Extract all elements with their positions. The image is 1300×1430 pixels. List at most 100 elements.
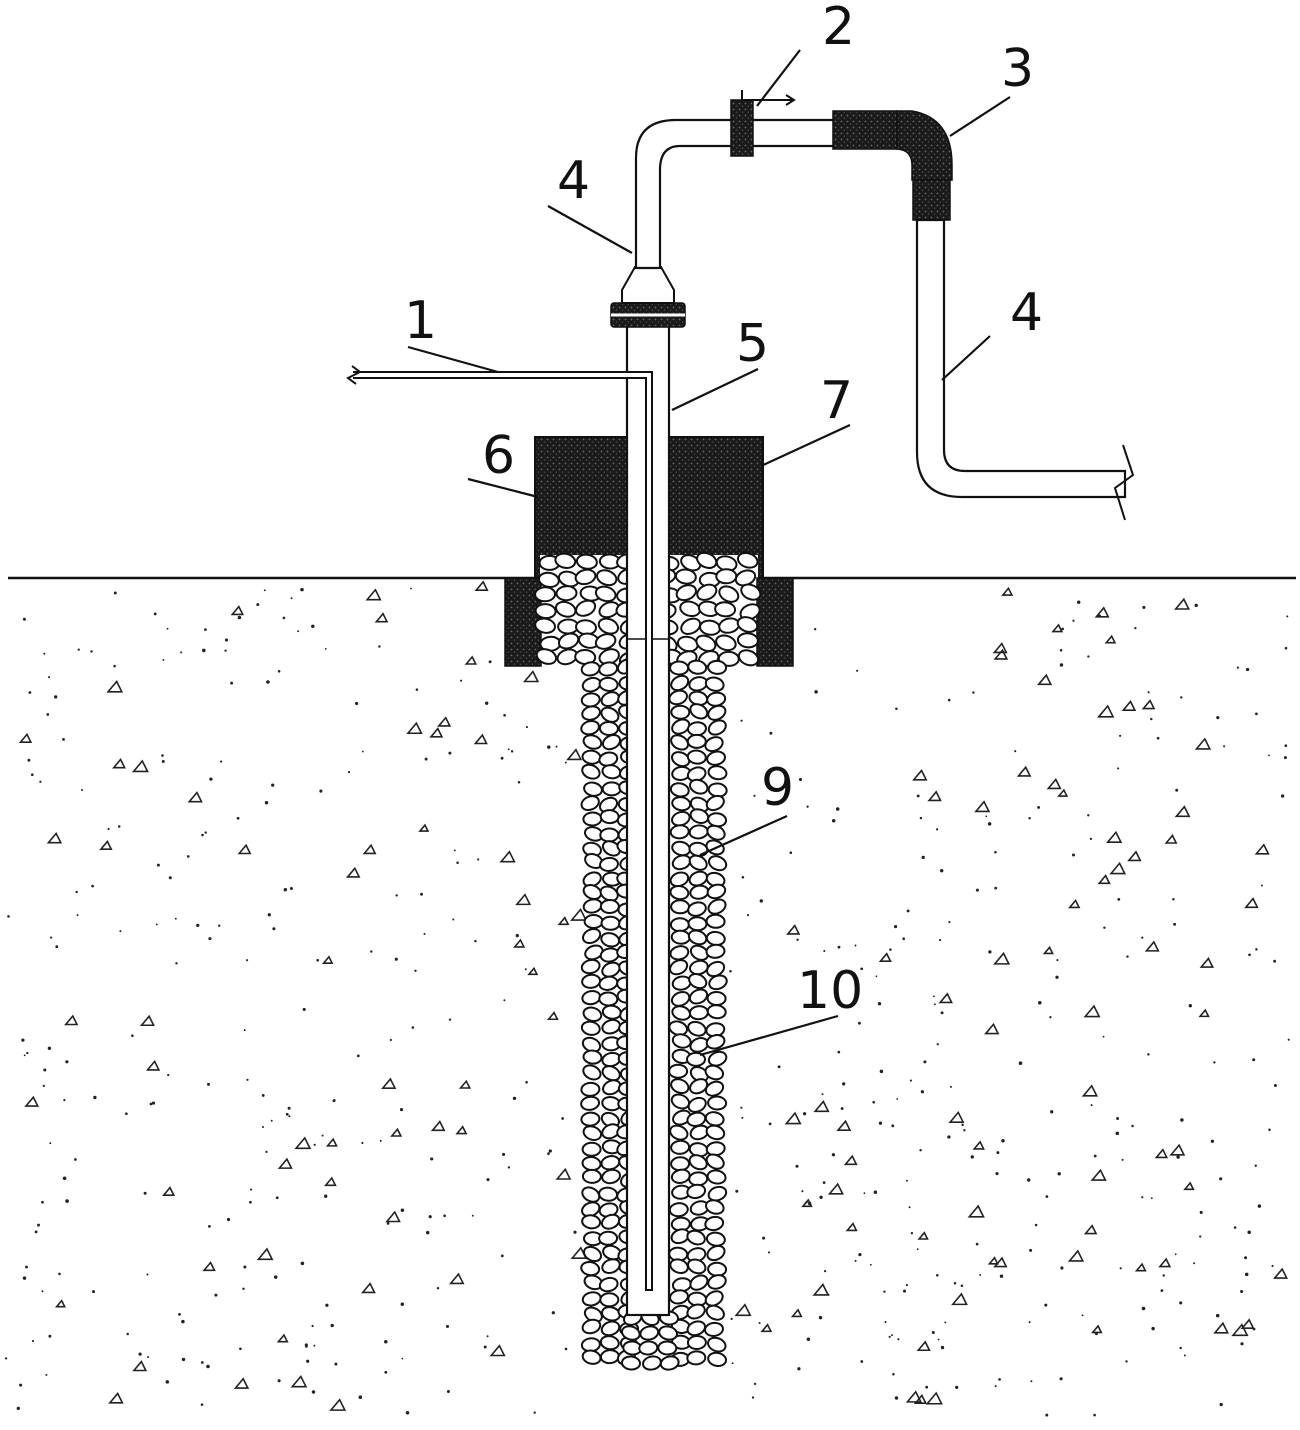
soil-pebble bbox=[843, 1154, 858, 1166]
soil-dot bbox=[414, 969, 417, 972]
soil-dot bbox=[972, 691, 975, 694]
soil-dot bbox=[840, 1107, 844, 1110]
gravel-stone bbox=[581, 1214, 602, 1230]
soil-dot bbox=[975, 888, 979, 892]
soil-dot bbox=[201, 833, 204, 837]
soil-dot bbox=[208, 1225, 211, 1228]
soil-dot bbox=[126, 1332, 129, 1336]
soil-pebble bbox=[905, 1390, 923, 1403]
gravel-stone bbox=[581, 1168, 602, 1184]
soil-pebble bbox=[429, 727, 444, 738]
gravel-stone bbox=[582, 884, 602, 900]
soil-pebble bbox=[1109, 861, 1127, 875]
soil-pebble bbox=[385, 1210, 401, 1223]
soil-pebble bbox=[362, 843, 377, 855]
soil-pebble bbox=[418, 823, 430, 832]
soil-pebble bbox=[106, 680, 124, 693]
soil-dot bbox=[767, 1251, 771, 1254]
callout-9: 9 bbox=[761, 758, 794, 818]
soil-dot bbox=[936, 1274, 939, 1277]
soil-dot bbox=[16, 1406, 20, 1411]
gravel-stone bbox=[671, 840, 691, 857]
soil-dot bbox=[1156, 736, 1160, 740]
soil-dot bbox=[155, 923, 158, 926]
gravel-stone bbox=[594, 585, 617, 603]
soil-dot bbox=[797, 1367, 801, 1371]
soil-dot bbox=[151, 1101, 156, 1105]
gravel-stone bbox=[582, 1125, 603, 1141]
soil-pebble bbox=[230, 605, 245, 616]
gravel-stone bbox=[601, 1258, 621, 1274]
soil-dot bbox=[1257, 1204, 1262, 1208]
soil-dot bbox=[1102, 1035, 1105, 1038]
soil-pebble bbox=[555, 1167, 572, 1180]
soil-dot bbox=[819, 1195, 823, 1200]
gravel-stone bbox=[675, 584, 697, 602]
gravel-stone bbox=[554, 552, 577, 569]
soil-dot bbox=[1245, 667, 1250, 672]
soil-dot bbox=[860, 1360, 864, 1363]
soil-dot bbox=[125, 1112, 128, 1116]
soil-dot bbox=[162, 658, 165, 661]
gravel-stone bbox=[580, 720, 600, 736]
soil-dot bbox=[143, 1191, 147, 1195]
gravel-stone bbox=[581, 749, 602, 765]
soil-dot bbox=[547, 1152, 550, 1155]
soil-dot bbox=[399, 1108, 404, 1112]
soil-dot bbox=[1223, 745, 1226, 748]
soil-pebble bbox=[974, 800, 991, 813]
gravel-stone bbox=[599, 827, 620, 843]
soil-pebble bbox=[390, 1127, 403, 1137]
soil-pebble bbox=[1244, 897, 1259, 909]
gravel-stone bbox=[686, 1051, 706, 1067]
soil-pebble bbox=[570, 907, 588, 921]
soil-pebble bbox=[845, 1222, 858, 1232]
leader-1 bbox=[407, 345, 499, 374]
soil-dot bbox=[311, 624, 315, 629]
gravel-stone bbox=[686, 733, 707, 749]
soil-dot bbox=[358, 1395, 363, 1399]
soil-dot bbox=[1254, 1164, 1257, 1167]
soil-dot bbox=[1255, 712, 1258, 716]
soil-dot bbox=[424, 757, 428, 761]
gravel-stone bbox=[580, 1111, 601, 1127]
soil-dot bbox=[863, 1192, 866, 1195]
soil-dot bbox=[1014, 750, 1017, 753]
soil-dot bbox=[401, 1357, 404, 1360]
gravel-stone bbox=[554, 600, 577, 618]
soil-dot bbox=[1038, 1001, 1042, 1005]
soil-dot bbox=[34, 1230, 38, 1234]
gravel-stone bbox=[670, 990, 691, 1007]
soil-dot bbox=[1117, 898, 1121, 901]
soil-dot bbox=[818, 1315, 823, 1320]
soil-dot bbox=[218, 924, 221, 927]
gravel-stone bbox=[599, 885, 619, 902]
gravel-stone bbox=[707, 765, 728, 781]
soil-pebble bbox=[1083, 1224, 1098, 1235]
soil-dot bbox=[485, 701, 489, 705]
soil-dot bbox=[1268, 754, 1270, 757]
soil-dot bbox=[430, 1157, 434, 1161]
leader-4a bbox=[547, 205, 633, 254]
soil-dot bbox=[394, 957, 398, 961]
soil-dot bbox=[533, 1411, 536, 1414]
soil-dot bbox=[994, 851, 997, 854]
pipe-elbow bbox=[896, 110, 953, 181]
soil-dot bbox=[77, 648, 80, 651]
soil-dot bbox=[93, 1095, 97, 1100]
soil-dot bbox=[117, 825, 121, 828]
soil-dot bbox=[961, 1123, 964, 1127]
soil-dot bbox=[512, 1096, 517, 1101]
leader-5 bbox=[671, 368, 759, 411]
soil-pebble bbox=[455, 1125, 468, 1135]
soil-dot bbox=[206, 1364, 210, 1369]
soil-dot bbox=[1076, 600, 1081, 604]
soil-pebble bbox=[916, 1340, 931, 1352]
soil-dot bbox=[1193, 1262, 1196, 1265]
casing-reducer bbox=[621, 266, 675, 304]
gravel-stone bbox=[581, 1318, 602, 1335]
soil-dot bbox=[802, 1112, 807, 1116]
gravel-stone bbox=[670, 1168, 691, 1184]
soil-pebble bbox=[557, 916, 570, 926]
soil-dot bbox=[1050, 1110, 1054, 1114]
